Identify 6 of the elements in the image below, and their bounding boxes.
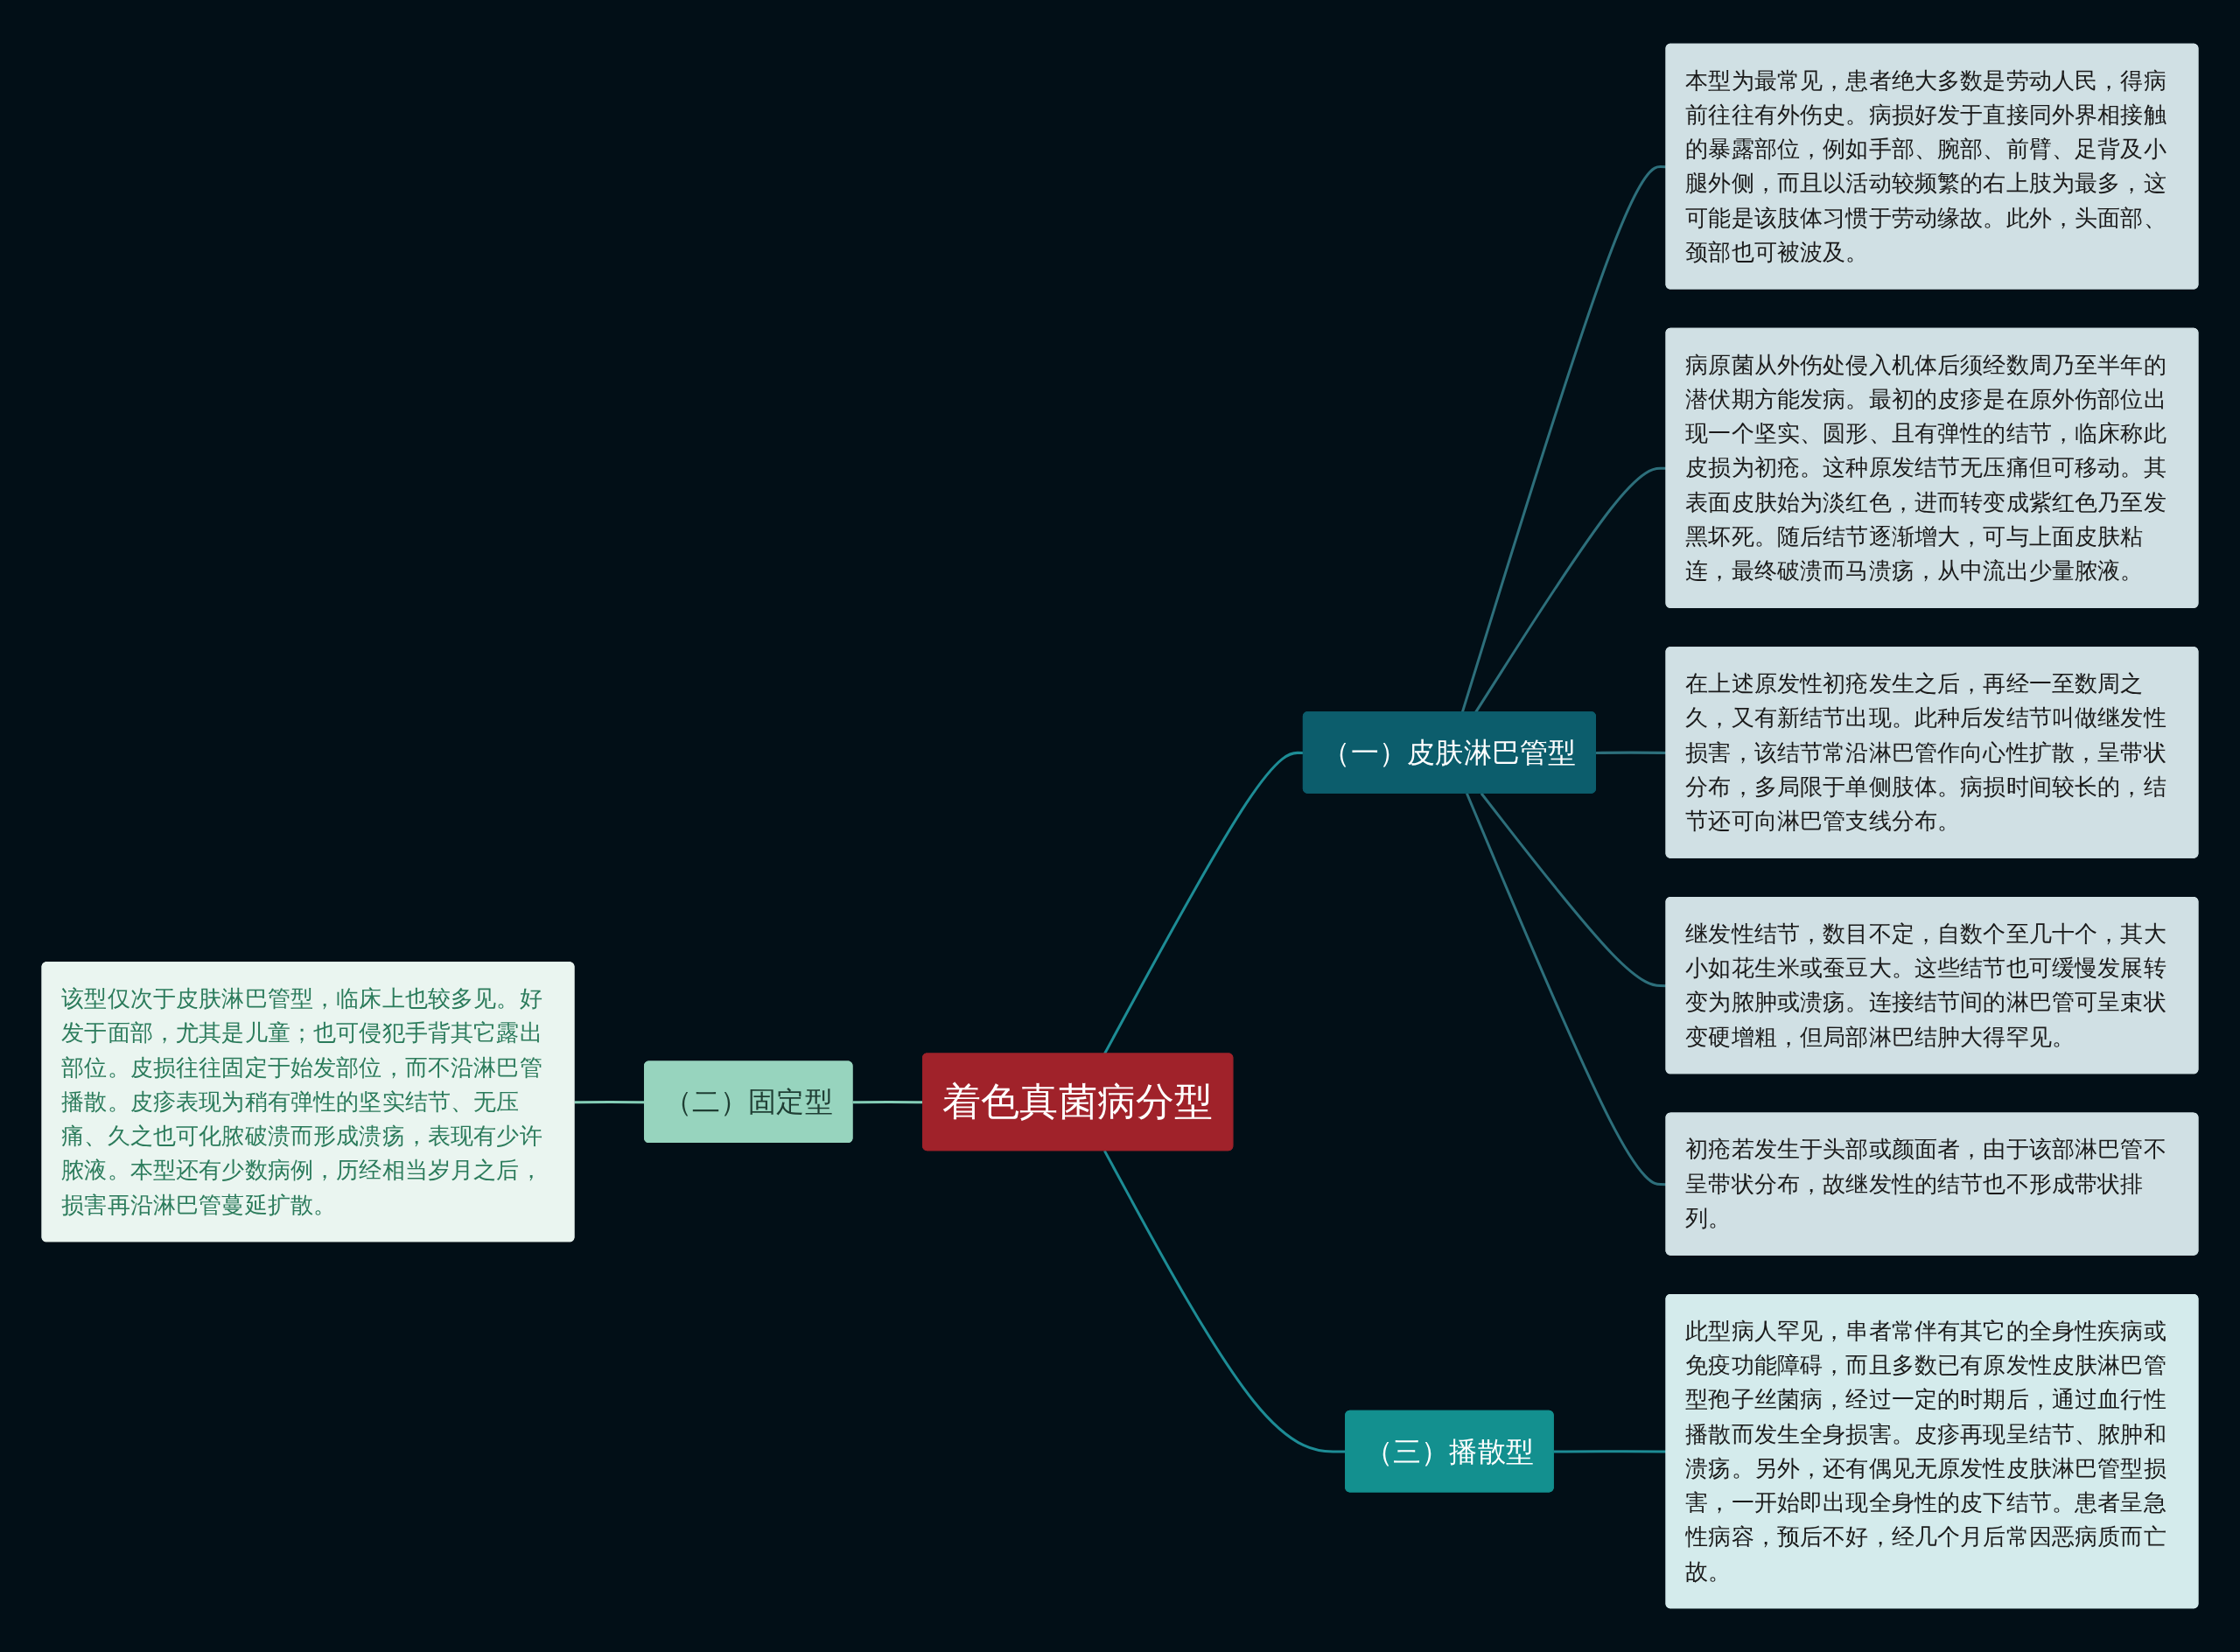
connector (1480, 792, 1667, 988)
connector (1553, 1450, 1667, 1453)
connector (1596, 751, 1667, 754)
connector (1474, 466, 1667, 713)
connector (1460, 165, 1667, 713)
connector (1466, 793, 1667, 1186)
